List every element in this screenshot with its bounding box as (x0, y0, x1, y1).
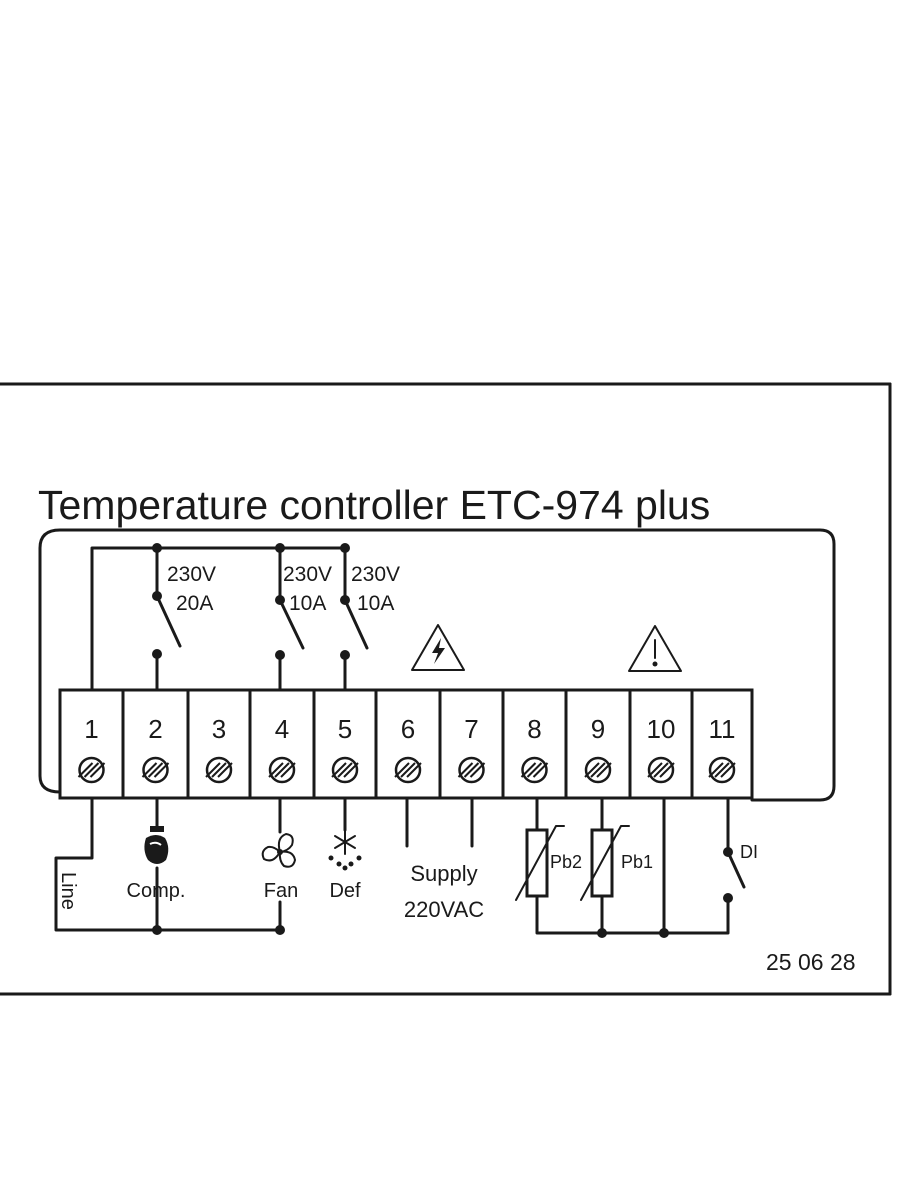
relay-3-terminal-dot (340, 650, 350, 660)
pb1-label: Pb1 (621, 852, 653, 872)
comp-label: Comp. (127, 880, 186, 902)
terminal-screw-hatch (274, 762, 290, 778)
pb1-junction (597, 928, 607, 938)
di-label: DI (740, 842, 758, 862)
pb2-label: Pb2 (550, 852, 582, 872)
terminal-screw-hatch (83, 762, 100, 778)
line-wire (54, 796, 282, 932)
terminal-number: 7 (464, 714, 478, 744)
relay-2-junction (275, 543, 285, 553)
fan-label: Fan (264, 880, 298, 902)
relay-2-terminal-dot (275, 650, 285, 660)
terminal-screw-hatch (205, 762, 221, 778)
compressor-icon (144, 826, 169, 864)
high-voltage-warning-icon (411, 624, 465, 671)
terminal-screw-hatch (520, 762, 537, 778)
defrost-icon (328, 829, 362, 871)
terminal-screw-hatch (343, 762, 359, 778)
terminal-screw-hatch (532, 762, 549, 778)
terminal-screw-hatch (590, 762, 606, 778)
terminal-screw-hatch (141, 762, 158, 778)
controller-outline (38, 528, 836, 802)
terminal-screw-hatch (584, 762, 600, 778)
caution-warning-icon (628, 625, 682, 672)
relay-common-bus (90, 546, 347, 640)
terminal-number: 8 (527, 714, 541, 744)
supply-voltage-label: 220VAC (404, 897, 484, 922)
terminal-screw-hatch (463, 762, 480, 778)
terminal-screw-hatch (708, 762, 724, 778)
supply-label: Supply (410, 861, 477, 886)
relay-2-contact (278, 598, 305, 650)
pb2-thermistor-slash (515, 825, 565, 901)
di-contact (726, 850, 746, 889)
comp-return-junction (152, 925, 162, 935)
terminal-number: 5 (338, 714, 352, 744)
relay-1-voltage: 230V (167, 563, 216, 586)
terminal-screw-hatch (653, 762, 669, 778)
relay-1-contact (155, 594, 182, 648)
terminal-screw-hatch (406, 762, 422, 778)
terminal-number: 9 (591, 714, 605, 744)
terminal-screw-hatch (147, 762, 164, 778)
probe-common-wire (535, 894, 730, 935)
terminal-number: 3 (212, 714, 226, 744)
terminal-cell-6 (374, 688, 442, 800)
relay-1-junction (152, 543, 162, 553)
relay-2-pivot (275, 595, 285, 605)
relay-3-pivot (340, 595, 350, 605)
terminal-screw-hatch (647, 762, 663, 778)
fan-return-junction (275, 925, 285, 935)
terminal-number: 2 (148, 714, 162, 744)
terminal-screw-hatch (77, 762, 94, 778)
label-code: 25 06 28 (766, 949, 856, 975)
relay-2-current: 10A (289, 592, 326, 615)
terminal-number: 6 (401, 714, 415, 744)
relay-3-voltage: 230V (351, 563, 400, 586)
terminal-screw-hatch (659, 762, 675, 778)
di-bottom-dot (723, 893, 733, 903)
terminal-number: 4 (275, 714, 289, 744)
relay-3-contact (343, 598, 369, 650)
terminal-number: 1 (84, 714, 98, 744)
terminal-screw-hatch (268, 762, 284, 778)
terminal-screw-hatch (89, 762, 106, 778)
relay-1-terminal-dot (152, 649, 162, 659)
terminal-screw-hatch (400, 762, 416, 778)
terminal-screw-hatch (469, 762, 486, 778)
fan-icon (261, 833, 296, 868)
terminal-number: 11 (709, 714, 736, 744)
relay-1-current: 20A (176, 592, 213, 615)
terminal-screw-hatch (211, 762, 227, 778)
def-label: Def (329, 880, 361, 902)
terminal-screw-hatch (596, 762, 612, 778)
relay-3-current: 10A (357, 592, 394, 615)
terminal-screw-hatch (457, 762, 474, 778)
terminal-10-junction (659, 928, 669, 938)
terminal-number: 10 (647, 714, 676, 744)
terminal-screw-hatch (394, 762, 410, 778)
terminal-block: 1 2 3 4 5 6 7 8 9 10 11 (58, 688, 754, 800)
terminal-screw-hatch (720, 762, 736, 778)
terminal-screw-hatch (331, 762, 347, 778)
relay-3-junction (340, 543, 350, 553)
terminal-screw-hatch (526, 762, 543, 778)
relay-1-pivot (152, 591, 162, 601)
line-label: Line (57, 872, 79, 910)
terminal-screw-hatch (714, 762, 730, 778)
terminal-screw-hatch (337, 762, 353, 778)
diagram-title: Temperature controller ETC-974 plus (38, 482, 710, 528)
terminal-screw-hatch (153, 762, 170, 778)
relay-2-voltage: 230V (283, 563, 332, 586)
terminal-screw-hatch (280, 762, 296, 778)
terminal-screw-hatch (217, 762, 233, 778)
pb1-thermistor-slash (580, 825, 630, 901)
terminal-cell-11 (690, 688, 754, 800)
